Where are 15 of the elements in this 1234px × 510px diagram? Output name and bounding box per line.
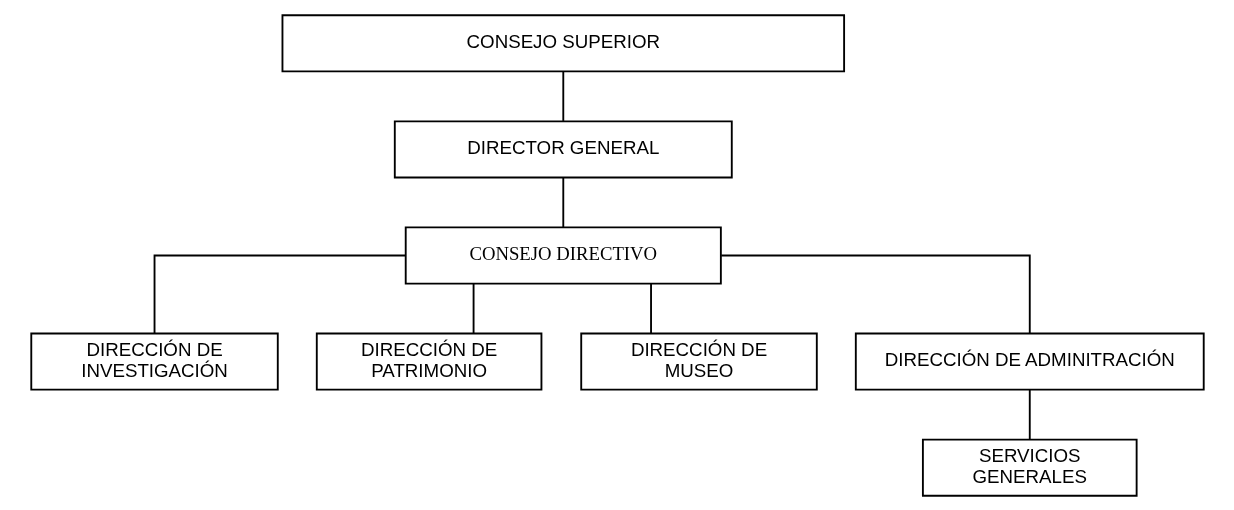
connector — [472, 282, 474, 334]
connector — [153, 254, 406, 334]
connector — [649, 282, 652, 334]
connector — [719, 254, 1031, 334]
connector — [561, 70, 564, 122]
node-box: CONSEJO DIRECTIVO — [404, 226, 722, 284]
node-box: DIRECCIÓN DE MUSEO — [579, 332, 818, 391]
node-box: DIRECTOR GENERAL — [393, 119, 733, 178]
node-box: DIRECCIÓN DE PATRIMONIO — [315, 332, 542, 391]
node-box: CONSEJO SUPERIOR — [281, 13, 845, 72]
node-box: DIRECCIÓN DE INVESTIGACIÓN — [29, 332, 279, 391]
connector — [1028, 388, 1031, 440]
node-box: SERVICIOS GENERALES — [921, 438, 1138, 497]
node-box: DIRECCIÓN DE ADMINITRACIÓN — [854, 332, 1205, 391]
connector — [561, 176, 564, 228]
